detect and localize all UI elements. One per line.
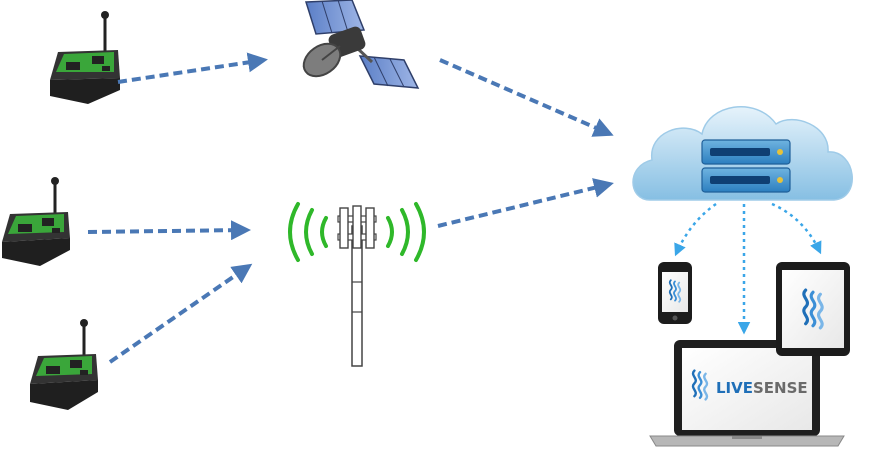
arrow-tower-cloud [437,178,614,228]
arrows-relay-to-cloud [437,58,614,228]
svg-text:LIVESENSE: LIVESENSE [716,379,808,397]
livesense-logo: LIVESENSE [691,369,808,401]
smartphone [658,262,692,324]
arrow-sensor1-satellite [117,52,268,84]
tablet [776,262,850,356]
signal-waves-icon [288,202,426,262]
satellite [302,0,420,89]
arrow-sensor2-tower [87,220,251,241]
arrow-satellite-cloud [439,58,614,137]
sensor-device-2 [2,177,70,266]
cell-tower [288,202,426,367]
arrow-cloud-phone [674,202,717,257]
laptop: LIVESENSE [649,340,845,447]
logo-text-sense: SENSE [753,379,808,397]
cloud-server [632,106,853,201]
sensor-device-3 [30,319,98,410]
server-icon [701,139,791,193]
arrows-sensor-to-relay [87,52,268,364]
arrows-cloud-to-clients [674,202,822,335]
logo-text-live: LIVE [716,379,753,397]
arrow-sensor3-tower [108,263,253,364]
sensor-device-1 [50,11,120,104]
arrow-cloud-tablet [771,202,822,255]
